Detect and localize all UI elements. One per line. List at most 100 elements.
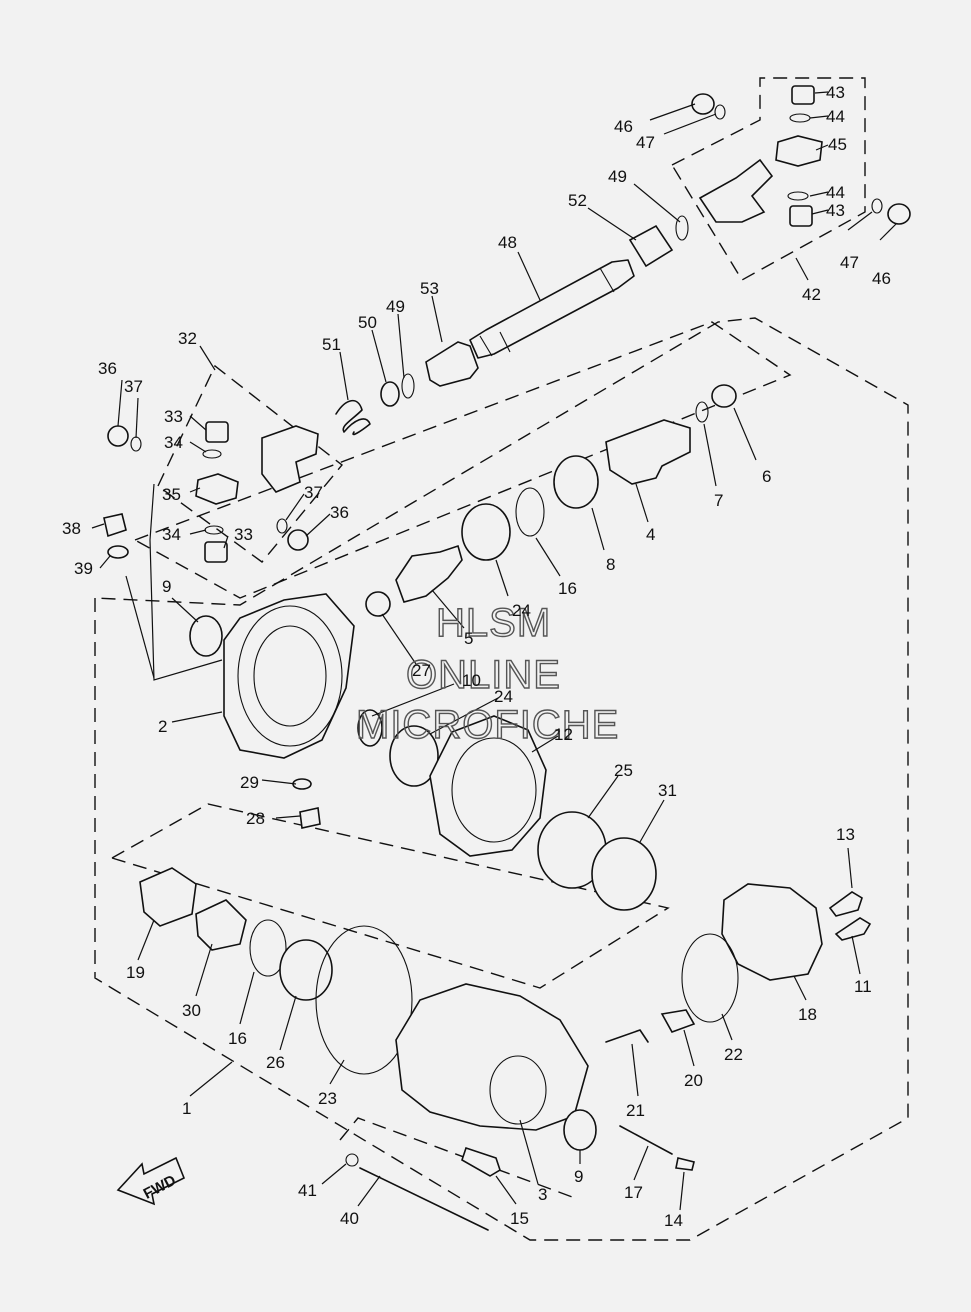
- forward-arrow-icon: FWD: [116, 1156, 186, 1206]
- callout-4: 4: [646, 525, 655, 544]
- callout-25: 25: [614, 761, 633, 780]
- callout-46-lower: 46: [872, 269, 891, 288]
- clip-34b: [204, 525, 224, 535]
- yoke-front: [261, 425, 319, 493]
- callout-43-upper: 43: [826, 83, 845, 102]
- callout-40: 40: [340, 1209, 359, 1228]
- ring-gear-12: [429, 715, 547, 857]
- callout-34-upper: 34: [164, 433, 183, 452]
- pinion-group-outline: [133, 321, 792, 599]
- watermark-line-3: MICROFICHE: [356, 703, 619, 747]
- callout-38: 38: [62, 519, 81, 538]
- callout-24-upper: 24: [512, 601, 531, 620]
- callout-3: 3: [538, 1185, 547, 1204]
- callout-1: 1: [182, 1099, 191, 1118]
- callout-21: 21: [626, 1101, 645, 1120]
- yoke-4: [605, 419, 691, 485]
- callout-14: 14: [664, 1211, 683, 1230]
- callout-8: 8: [606, 555, 615, 574]
- callout-41: 41: [298, 1181, 317, 1200]
- oil-seal-8: [553, 455, 599, 509]
- callout-44-upper: 44: [826, 107, 845, 126]
- spider-45: [775, 135, 823, 167]
- callout-49-lower: 49: [386, 297, 405, 316]
- assembly-outlines: [94, 77, 909, 1241]
- clip-34a: [202, 449, 222, 459]
- bearing-cup-33a: [205, 421, 229, 443]
- callout-26: 26: [266, 1053, 285, 1072]
- shim-10: [357, 709, 383, 747]
- callout-44-lower: 44: [826, 183, 845, 202]
- callout-53: 53: [420, 279, 439, 298]
- circlip-16b: [249, 919, 287, 977]
- main-housing-outline: [94, 317, 909, 1241]
- gasket-22: [681, 933, 739, 1023]
- callout-29: 29: [240, 773, 259, 792]
- callout-15: 15: [510, 1209, 529, 1228]
- callout-18: 18: [798, 1005, 817, 1024]
- bolt-28: [299, 807, 321, 829]
- callout-16-lower: 16: [228, 1029, 247, 1048]
- circlip-49a: [675, 215, 689, 241]
- callout-27: 27: [412, 661, 431, 680]
- bearing-cup-43a: [791, 85, 815, 105]
- callout-39: 39: [74, 559, 93, 578]
- oil-seal-9b: [563, 1109, 597, 1151]
- callout-16-upper: 16: [558, 579, 577, 598]
- washer-39: [107, 545, 129, 559]
- callout-11: 11: [854, 977, 872, 996]
- callout-22: 22: [724, 1045, 743, 1064]
- circlip-47b: [871, 198, 883, 214]
- circlip-49b: [401, 373, 415, 399]
- bearing-cup-33b: [204, 541, 228, 563]
- rear-joint-outline: [671, 77, 866, 281]
- callout-52: 52: [568, 191, 587, 210]
- callout-6: 6: [762, 467, 771, 486]
- callout-50: 50: [358, 313, 377, 332]
- circlip-47a: [714, 104, 726, 120]
- callout-24-lower: 24: [494, 687, 513, 706]
- nut-6: [711, 384, 737, 408]
- callout-20: 20: [684, 1071, 703, 1090]
- cable-21: [605, 1029, 649, 1043]
- pinion-gear-5: [395, 544, 463, 603]
- circlip-37a: [130, 436, 142, 452]
- bolt-38: [103, 513, 127, 538]
- callout-32: 32: [178, 329, 197, 348]
- callout-28: 28: [246, 809, 265, 828]
- spring-51: [335, 399, 371, 436]
- callout-35: 35: [162, 485, 181, 504]
- clip-44b: [787, 191, 809, 201]
- boot-53: [425, 341, 479, 387]
- bearing-24b: [389, 725, 439, 787]
- bearing-27: [365, 591, 391, 617]
- callout-49-upper: 49: [608, 167, 627, 186]
- callout-42: 42: [802, 285, 821, 304]
- shaft-17: [619, 1125, 673, 1155]
- gear-box-outline: [110, 803, 670, 989]
- callout-17: 17: [624, 1183, 643, 1202]
- circlip-37b: [276, 518, 288, 534]
- bearing-cup-46a: [691, 93, 715, 115]
- callout-45: 45: [828, 135, 847, 154]
- differential-housing-3: [395, 983, 589, 1131]
- callout-10: 10: [462, 671, 481, 690]
- shim-31: [591, 837, 657, 911]
- circlip-16a: [515, 487, 545, 537]
- washer-50: [380, 381, 400, 407]
- callout-13: 13: [836, 825, 855, 844]
- housing-cover-2: [223, 593, 355, 759]
- clip-44a: [789, 113, 811, 123]
- bolt-15: [461, 1146, 501, 1177]
- callout-36-lower: 36: [330, 503, 349, 522]
- o-ring-7: [695, 401, 709, 423]
- callout-36-upper: 36: [98, 359, 117, 378]
- bearing-cup-46b: [887, 203, 911, 225]
- bolt-11: [834, 917, 872, 941]
- oil-seal-26: [279, 939, 333, 1001]
- callout-46-upper: 46: [614, 117, 633, 136]
- callout-19: 19: [126, 963, 145, 982]
- bearing-24a: [461, 503, 511, 561]
- callout-9-upper: 9: [162, 577, 171, 596]
